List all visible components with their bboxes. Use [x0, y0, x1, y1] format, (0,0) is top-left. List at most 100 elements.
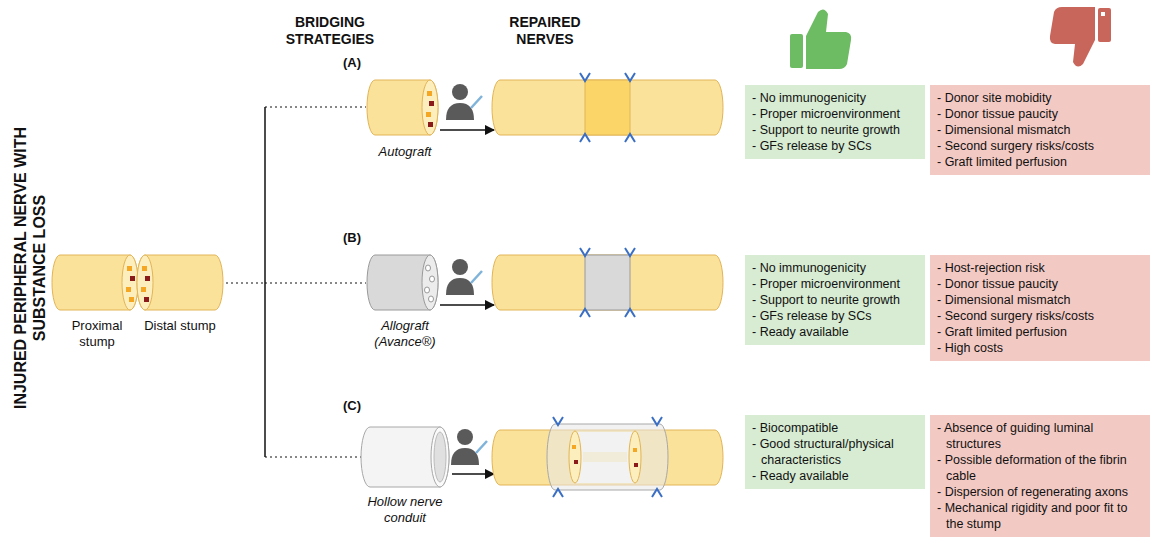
arrow	[440, 130, 494, 474]
distal-stump-part	[137, 255, 223, 310]
thumb-up-icon-part	[806, 9, 851, 69]
surgeon-icon	[446, 84, 487, 465]
surgeon-icon-part	[471, 271, 482, 283]
repaired-nerve	[492, 80, 723, 490]
suture-part	[580, 73, 590, 81]
bullet-item: - GFs release by SCs	[752, 308, 919, 324]
surgeon-icon-part	[471, 96, 482, 108]
repaired-nerve-part	[585, 80, 630, 135]
hollow-conduit-part	[434, 432, 446, 482]
thumb-down-icon-part	[1101, 12, 1105, 16]
column-header: BRIDGING STRATEGIES	[255, 14, 405, 48]
arrow-part	[452, 473, 494, 475]
thumb-down-icon-part	[1098, 8, 1111, 42]
proximal-stump-part	[129, 297, 134, 302]
bullet-item: - Second surgery risks/costs	[937, 138, 1144, 154]
stump-label: Distal stump	[140, 318, 220, 334]
distal-stump-part	[144, 297, 149, 302]
surgeon-icon-part	[446, 278, 474, 295]
stump-label: Proximal stump	[57, 318, 137, 350]
graft-label: Autograft	[360, 144, 450, 160]
thumb-up-icon-part	[790, 34, 803, 68]
repaired-nerve-part	[572, 445, 576, 449]
autograft-part	[429, 101, 434, 106]
repaired-nerve-part	[547, 424, 668, 490]
distal-stump-part	[142, 266, 147, 271]
repaired-nerve-part	[633, 448, 637, 452]
suture-part	[553, 417, 563, 425]
bullet-item: - Possible deformation of the fibrin cab…	[937, 452, 1144, 484]
suture-part	[580, 309, 590, 317]
bullet-item: - Donor site mobidity	[937, 90, 1144, 106]
surgeon-icon-part	[452, 84, 468, 100]
row-letter: (C)	[332, 398, 372, 414]
distal-stump-part	[141, 287, 146, 292]
repaired-nerve-part	[629, 431, 641, 483]
hollow-conduit	[361, 427, 449, 487]
bullet-item: - GFs release by SCs	[752, 138, 919, 154]
proximal-stump-part	[122, 255, 138, 310]
distal-stump	[137, 255, 223, 310]
suture-part	[625, 73, 635, 81]
suture-part	[625, 134, 635, 142]
bullet-item: - High costs	[937, 340, 1144, 356]
bullet-item: - Ready available	[752, 324, 919, 340]
autograft-part	[427, 91, 432, 96]
bullet-item: - Good structural/physical characteristi…	[752, 436, 919, 468]
suture-part	[580, 134, 590, 142]
pros-box: - No immunogenicity- Proper microenviron…	[745, 255, 925, 345]
bullet-item: - Donor tissue paucity	[937, 276, 1144, 292]
surgeon-icon-part	[452, 259, 468, 275]
suture-part	[553, 489, 563, 497]
suture-part	[580, 248, 590, 256]
pros-box: - No immunogenicity- Proper microenviron…	[745, 85, 925, 159]
bullet-item: - No immunogenicity	[752, 90, 919, 106]
bullet-item: - Graft limited perfusion	[937, 324, 1144, 340]
column-header: REPAIRED NERVES	[493, 14, 598, 48]
suture	[553, 73, 662, 497]
bullet-item: - Support to neurite growth	[752, 292, 919, 308]
graft-label: Hollow nerve conduit	[355, 494, 455, 526]
bullet-item: - Ready available	[752, 468, 919, 484]
arrow-part	[440, 304, 494, 306]
bullet-item: - Dimensional mismatch	[937, 292, 1144, 308]
allograft-part	[430, 276, 435, 282]
autograft-part	[426, 112, 431, 117]
autograft-part	[428, 122, 433, 127]
autograft-part	[367, 80, 438, 135]
bullet-item: - No immunogenicity	[752, 260, 919, 276]
branch-bracket-part	[265, 283, 366, 284]
suture-part	[625, 248, 635, 256]
proximal-stump-part	[126, 287, 131, 292]
side-title: INJURED PERIPHERAL NERVE WITH SUBSTANCE …	[11, 98, 49, 438]
branch-bracket-part	[265, 457, 362, 458]
allograft-part	[429, 296, 434, 302]
surgeon-icon-part	[451, 448, 479, 465]
distal-stump-part	[137, 255, 153, 310]
branch-bracket-part	[264, 107, 266, 457]
allograft-part	[425, 287, 430, 293]
bullet-item: - Second surgery risks/costs	[937, 308, 1144, 324]
bullet-item: - Biocompatible	[752, 420, 919, 436]
row-letter: (A)	[332, 55, 372, 71]
bullet-item: - Absence of guiding luminal structures	[937, 420, 1144, 452]
proximal-stump-part	[52, 255, 138, 310]
allograft	[367, 255, 438, 310]
suture-part	[625, 309, 635, 317]
thumb-down-icon	[1050, 7, 1111, 67]
bullet-item: - Host-rejection risk	[937, 260, 1144, 276]
bullet-item: - Support to neurite growth	[752, 122, 919, 138]
proximal-stump	[52, 255, 138, 310]
repaired-nerve-part	[634, 463, 638, 467]
surgeon-icon-part	[476, 441, 487, 453]
allograft-part	[426, 265, 431, 271]
repaired-nerve-part	[574, 460, 578, 464]
autograft	[367, 80, 438, 135]
bullet-item: - Graft limited perfusion	[937, 154, 1144, 170]
graft-label: Allograft (Avance®)	[364, 318, 446, 350]
branch-bracket-part	[226, 283, 265, 284]
distal-stump-part	[145, 276, 150, 281]
bullet-item: - Dispersion of regenerating axons	[937, 484, 1144, 500]
cons-box: - Host-rejection risk- Donor tissue pauc…	[930, 255, 1150, 361]
thumb-down-icon-part	[1050, 7, 1095, 67]
